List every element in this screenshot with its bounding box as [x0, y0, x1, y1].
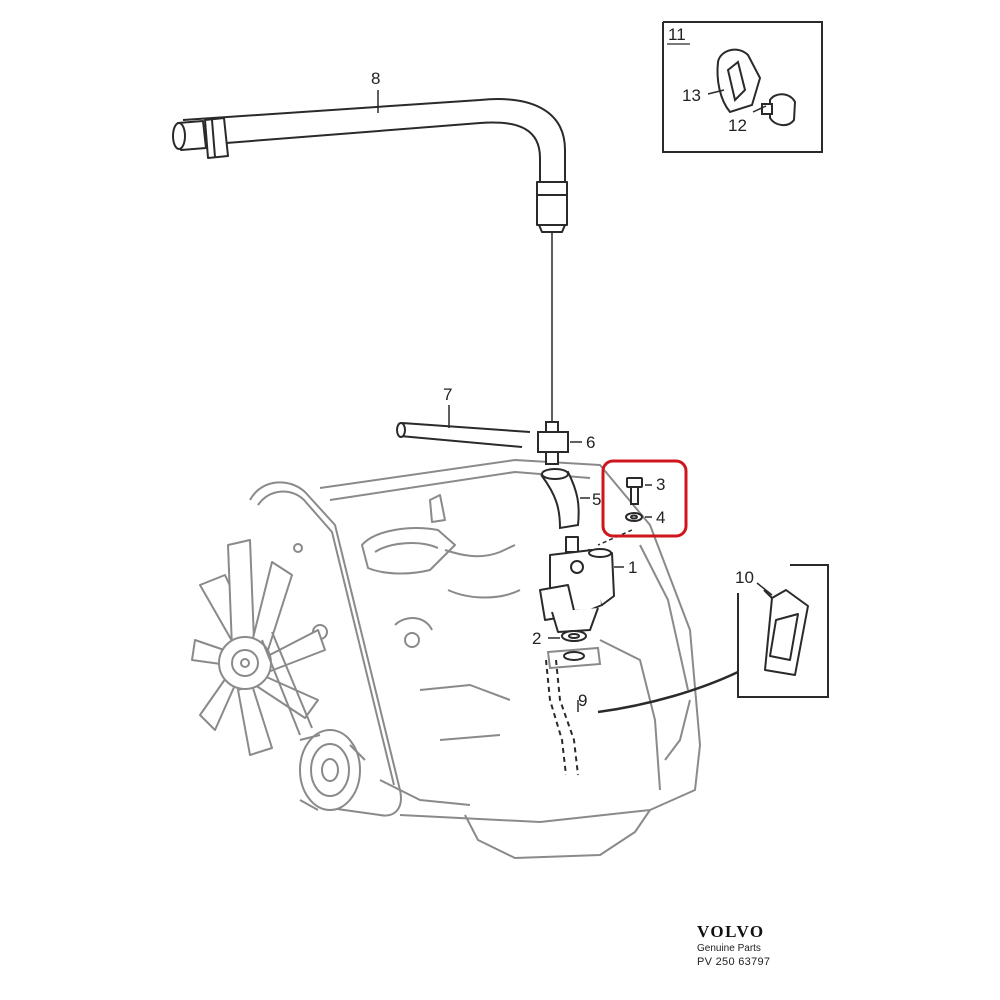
callout-8: 8	[371, 69, 380, 88]
fitting-part-6	[537, 421, 569, 465]
brand-logo: VOLVO	[697, 922, 765, 941]
tube-part-9	[545, 659, 579, 776]
callout-10: 10	[735, 568, 754, 587]
callout-2: 2	[532, 629, 541, 648]
fan	[191, 539, 326, 756]
oil-trap-part-1	[539, 536, 615, 633]
clip-part-12	[761, 93, 797, 126]
callout-7: 7	[443, 385, 452, 404]
crank-pulley	[299, 729, 366, 811]
elbow-part-5	[540, 468, 580, 530]
brand-subtitle: Genuine Parts	[697, 943, 761, 954]
hose-part-7	[396, 422, 531, 448]
bolt-part-3	[626, 477, 643, 505]
dashed-leader	[597, 529, 633, 546]
diagram-code: PV 250 63797	[697, 956, 771, 968]
belt	[261, 631, 313, 736]
inset-box-11	[662, 21, 823, 153]
seal-part-2	[546, 630, 602, 670]
washer-part-4	[625, 512, 643, 522]
callout-5: 5	[592, 490, 601, 509]
inset-box-10	[597, 564, 829, 714]
highlight-box	[601, 459, 688, 538]
callout-13: 13	[682, 86, 701, 105]
brand-block: VOLVO Genuine Parts PV 250 63797	[697, 922, 817, 970]
callout-11: 11	[668, 25, 686, 44]
callout-3: 3	[656, 475, 665, 494]
callout-4: 4	[656, 508, 665, 527]
callout-9: 9	[578, 691, 587, 710]
callout-1: 1	[628, 558, 637, 577]
callout-6: 6	[586, 433, 595, 452]
bracket-part-10	[763, 589, 809, 676]
hose-part-8	[172, 98, 568, 233]
callout-leaders	[377, 90, 773, 712]
clamp-part-13	[716, 48, 762, 114]
callout-12: 12	[728, 116, 747, 135]
